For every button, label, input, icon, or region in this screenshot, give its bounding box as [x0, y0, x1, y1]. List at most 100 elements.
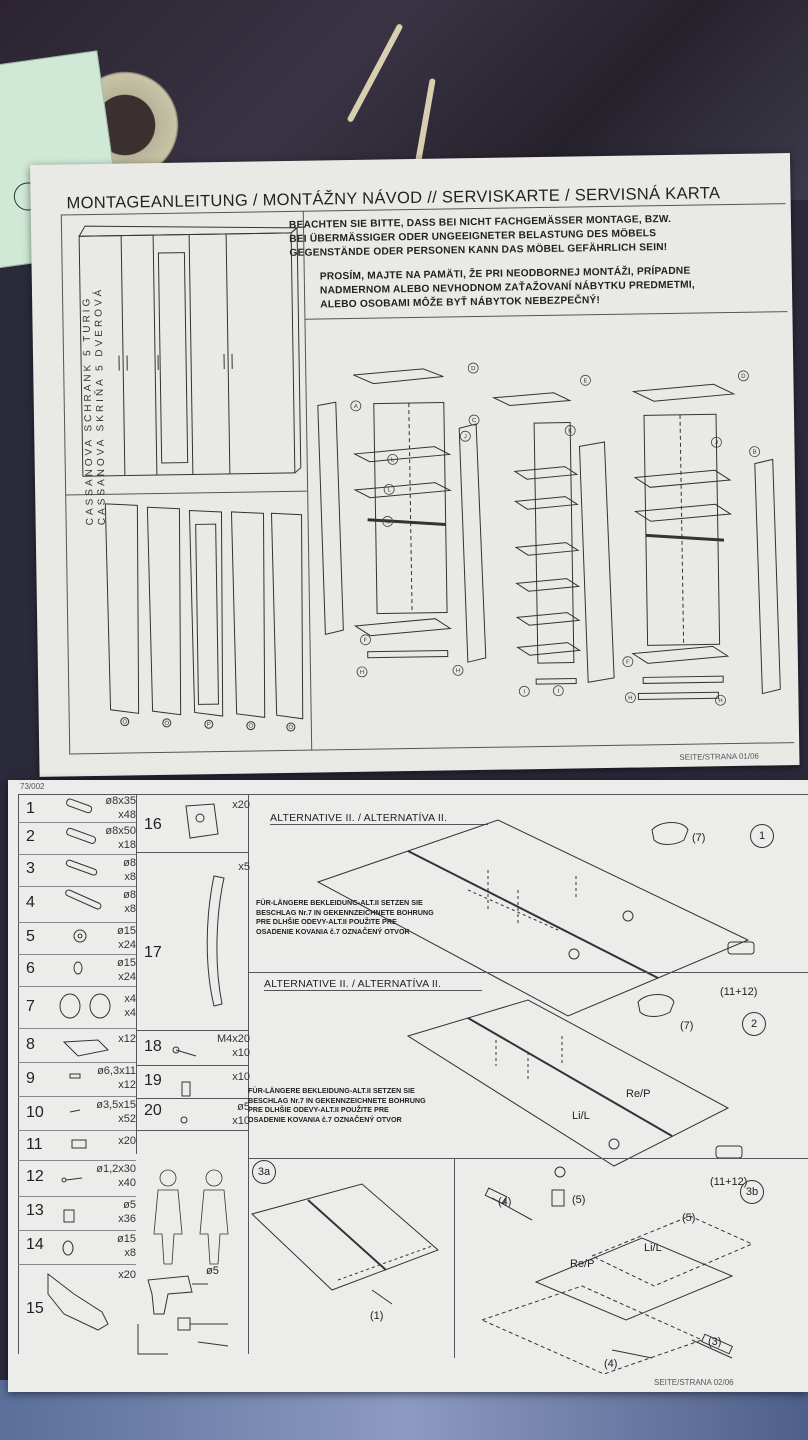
part-number: 20: [144, 1102, 162, 1119]
fitting-ref-4: (4): [604, 1358, 618, 1370]
page-number: SEITE/STRANA 01/06: [679, 751, 760, 762]
part-number: 16: [144, 816, 162, 833]
parts-row: 15 x20: [26, 1269, 136, 1317]
page-number: SEITE/STRANA 02/06: [654, 1378, 734, 1387]
step-divider: [248, 1158, 808, 1159]
svg-text:L: L: [387, 487, 391, 493]
left-panel-label: Li/L: [572, 1110, 590, 1122]
svg-text:D: D: [741, 374, 746, 380]
part-quantity: x20: [232, 799, 250, 811]
table-rule: [18, 794, 19, 1354]
part-number: 19: [144, 1072, 162, 1089]
svg-text:F: F: [364, 638, 368, 644]
svg-text:H: H: [628, 696, 632, 702]
section-rule: [304, 311, 788, 320]
exploded-view-illustration: A C B D D E F H H I I F H H L L N J K J: [317, 362, 781, 706]
fitting-ref-11-12: (11+12): [710, 1176, 748, 1188]
wardrobe-front-illustration: [78, 225, 302, 477]
svg-text:P: P: [207, 722, 211, 728]
fitting-ref-1: (1): [370, 1310, 384, 1322]
step-3b-number: 3b: [740, 1180, 764, 1204]
right-panel-label: Re/P: [626, 1088, 651, 1100]
step-2-illustration: [406, 994, 743, 1178]
fitting-ref-5: (5): [572, 1194, 586, 1206]
heading-underline: [270, 824, 488, 825]
svg-text:O: O: [248, 724, 253, 730]
step-2-heading: ALTERNATIVE II. / ALTERNATÍVA II.: [264, 978, 442, 990]
step-2-number: 2: [742, 1012, 766, 1036]
step-1-illustration: [316, 819, 755, 1017]
svg-text:E: E: [583, 378, 587, 384]
svg-text:H: H: [360, 670, 364, 676]
svg-text:D: D: [471, 366, 476, 372]
drill-bit-size: ø5: [206, 1265, 219, 1277]
svg-text:I: I: [523, 689, 525, 695]
fittings-icons: [47, 798, 229, 1355]
heading-underline: [264, 990, 482, 991]
table-rule: [136, 852, 248, 853]
warning-sk: PROSÍM, MAJTE NA PAMÄTI, ŽE PRI NEODBORN…: [319, 265, 695, 311]
fitting-ref-5: (5): [682, 1212, 696, 1224]
table-rule: [136, 1098, 248, 1099]
table-rule: [136, 1065, 248, 1066]
svg-text:L: L: [391, 457, 395, 463]
parts-row: 8 x12: [18, 1028, 136, 1063]
svg-text:A: A: [354, 404, 358, 410]
fitting-ref-11-12: (11+12): [720, 986, 758, 998]
part-number: 18: [144, 1038, 162, 1055]
part-quantity: x5: [238, 861, 250, 873]
frame-rule: [60, 214, 71, 755]
document-code: 73/002: [20, 782, 45, 791]
right-panel-label: Re/P: [570, 1258, 595, 1270]
part-number: 17: [144, 944, 162, 961]
svg-text:B: B: [753, 450, 757, 456]
svg-text:J: J: [715, 440, 718, 446]
step-divider: [454, 1158, 455, 1358]
step-3a-number: 3a: [252, 1160, 276, 1184]
instruction-page-1: MONTAGEANLEITUNG / MONTÁŽNY NÁVOD // SER…: [30, 153, 800, 777]
fitting-ref-7: (7): [680, 1020, 694, 1032]
step-1-heading: ALTERNATIVE II. / ALTERNATÍVA II.: [270, 812, 448, 824]
svg-text:N: N: [385, 519, 389, 525]
svg-text:K: K: [568, 429, 572, 435]
svg-text:O: O: [288, 725, 293, 731]
parts-row: 11 x20: [18, 1130, 136, 1161]
table-rule: [248, 794, 249, 1354]
step-3b-illustration: [480, 1187, 754, 1375]
table-rule: [136, 1130, 248, 1131]
svg-text:H: H: [456, 668, 460, 674]
door-panels-illustration: O O P O O: [104, 503, 304, 732]
svg-text:O: O: [122, 720, 127, 726]
step-2-note: FÜR-LÄNGERE BEKLEIDUNG-ALT.II SETZEN SIE…: [248, 1086, 426, 1124]
fitting-ref-3: (3): [708, 1336, 722, 1348]
table-rule: [136, 794, 137, 1154]
table-rule: [18, 794, 808, 795]
warning-de: BEACHTEN SIE BITTE, DASS BEI NICHT FACHG…: [288, 213, 672, 259]
svg-text:I: I: [557, 689, 559, 695]
step-divider: [248, 972, 808, 973]
part-quantity: x10: [232, 1071, 250, 1083]
fitting-ref-7: (7): [692, 832, 706, 844]
svg-text:H: H: [718, 698, 722, 704]
svg-text:F: F: [626, 660, 630, 666]
svg-text:C: C: [472, 418, 477, 424]
svg-text:J: J: [464, 434, 467, 440]
step-3a-illustration: [251, 1183, 439, 1305]
step-1-number: 1: [750, 824, 774, 848]
